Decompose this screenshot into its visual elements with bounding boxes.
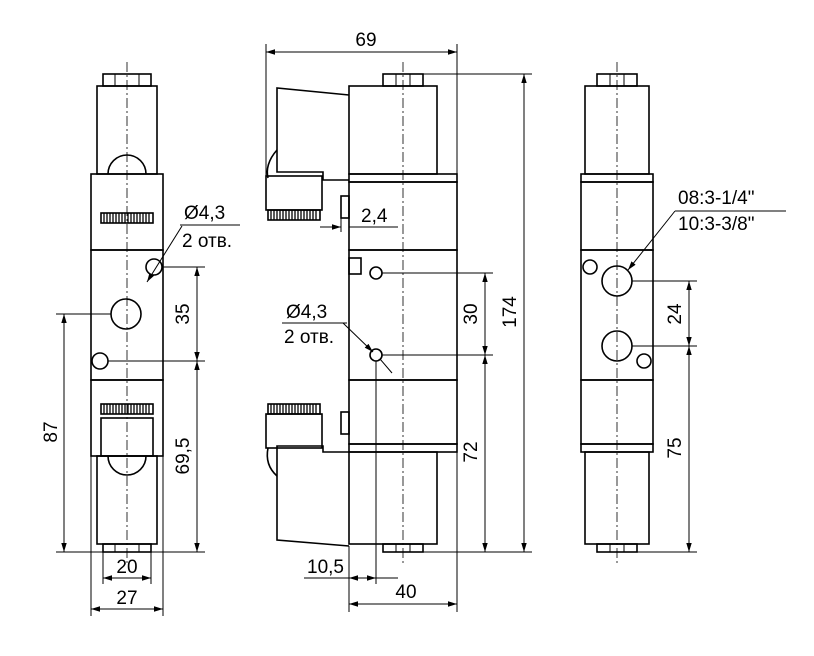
upper-connector xyxy=(276,87,350,181)
hole-diameter-label: Ø4,3 xyxy=(286,302,327,323)
lower-pin xyxy=(340,411,350,435)
mount-hole-bottom xyxy=(636,353,652,369)
dim-174-text: 174 xyxy=(500,296,521,328)
mount-hole-top xyxy=(369,266,383,280)
dim-695-text: 69,5 xyxy=(173,438,194,475)
port-label-2: 10:3-3/8" xyxy=(678,214,754,235)
port-label-1: 08:3-1/4" xyxy=(678,188,754,209)
hole-diameter-label: Ø4,3 xyxy=(184,203,225,224)
dim-69-text: 69 xyxy=(355,30,376,51)
dim-24-text: 24 xyxy=(665,303,686,325)
upper-plug xyxy=(265,175,323,211)
right-view: 08:3-1/4" 10:3-3/8" 24 75 xyxy=(580,62,786,565)
hole-leader xyxy=(146,225,183,283)
mount-hole-top xyxy=(582,259,598,275)
dim-27-text: 27 xyxy=(116,588,137,609)
left-view: Ø4,3 2 отв. 35 87 69,5 20 27 xyxy=(41,62,240,616)
lower-connector xyxy=(276,445,350,547)
side-tab xyxy=(348,257,362,275)
dim-105-text: 10,5 xyxy=(307,557,344,578)
mount-hole-bottom xyxy=(91,352,109,370)
dim-40-text: 40 xyxy=(395,582,416,603)
lower-knurl xyxy=(267,403,321,415)
dim-87-text: 87 xyxy=(41,421,62,442)
dim-75-text: 75 xyxy=(665,437,686,458)
upper-pin xyxy=(340,195,350,219)
dim-20-text: 20 xyxy=(116,557,137,578)
hole-leader xyxy=(342,322,374,353)
lower-plug xyxy=(265,413,323,449)
hole-count-label: 2 отв. xyxy=(182,231,232,252)
upper-knurl xyxy=(267,209,321,221)
port-hole xyxy=(110,298,142,330)
hole-count-label: 2 отв. xyxy=(284,327,334,348)
port-leader xyxy=(627,210,676,271)
dim-72-text: 72 xyxy=(461,441,482,462)
center-view: 69 2,4 Ø4,3 2 отв. 30 174 72 10,5 xyxy=(265,30,532,612)
bottom-coil xyxy=(348,451,438,545)
dim-35-text: 35 xyxy=(173,303,194,324)
dim-24-text: 2,4 xyxy=(361,206,388,227)
top-coil xyxy=(348,85,438,175)
dim-30-text: 30 xyxy=(461,303,482,324)
